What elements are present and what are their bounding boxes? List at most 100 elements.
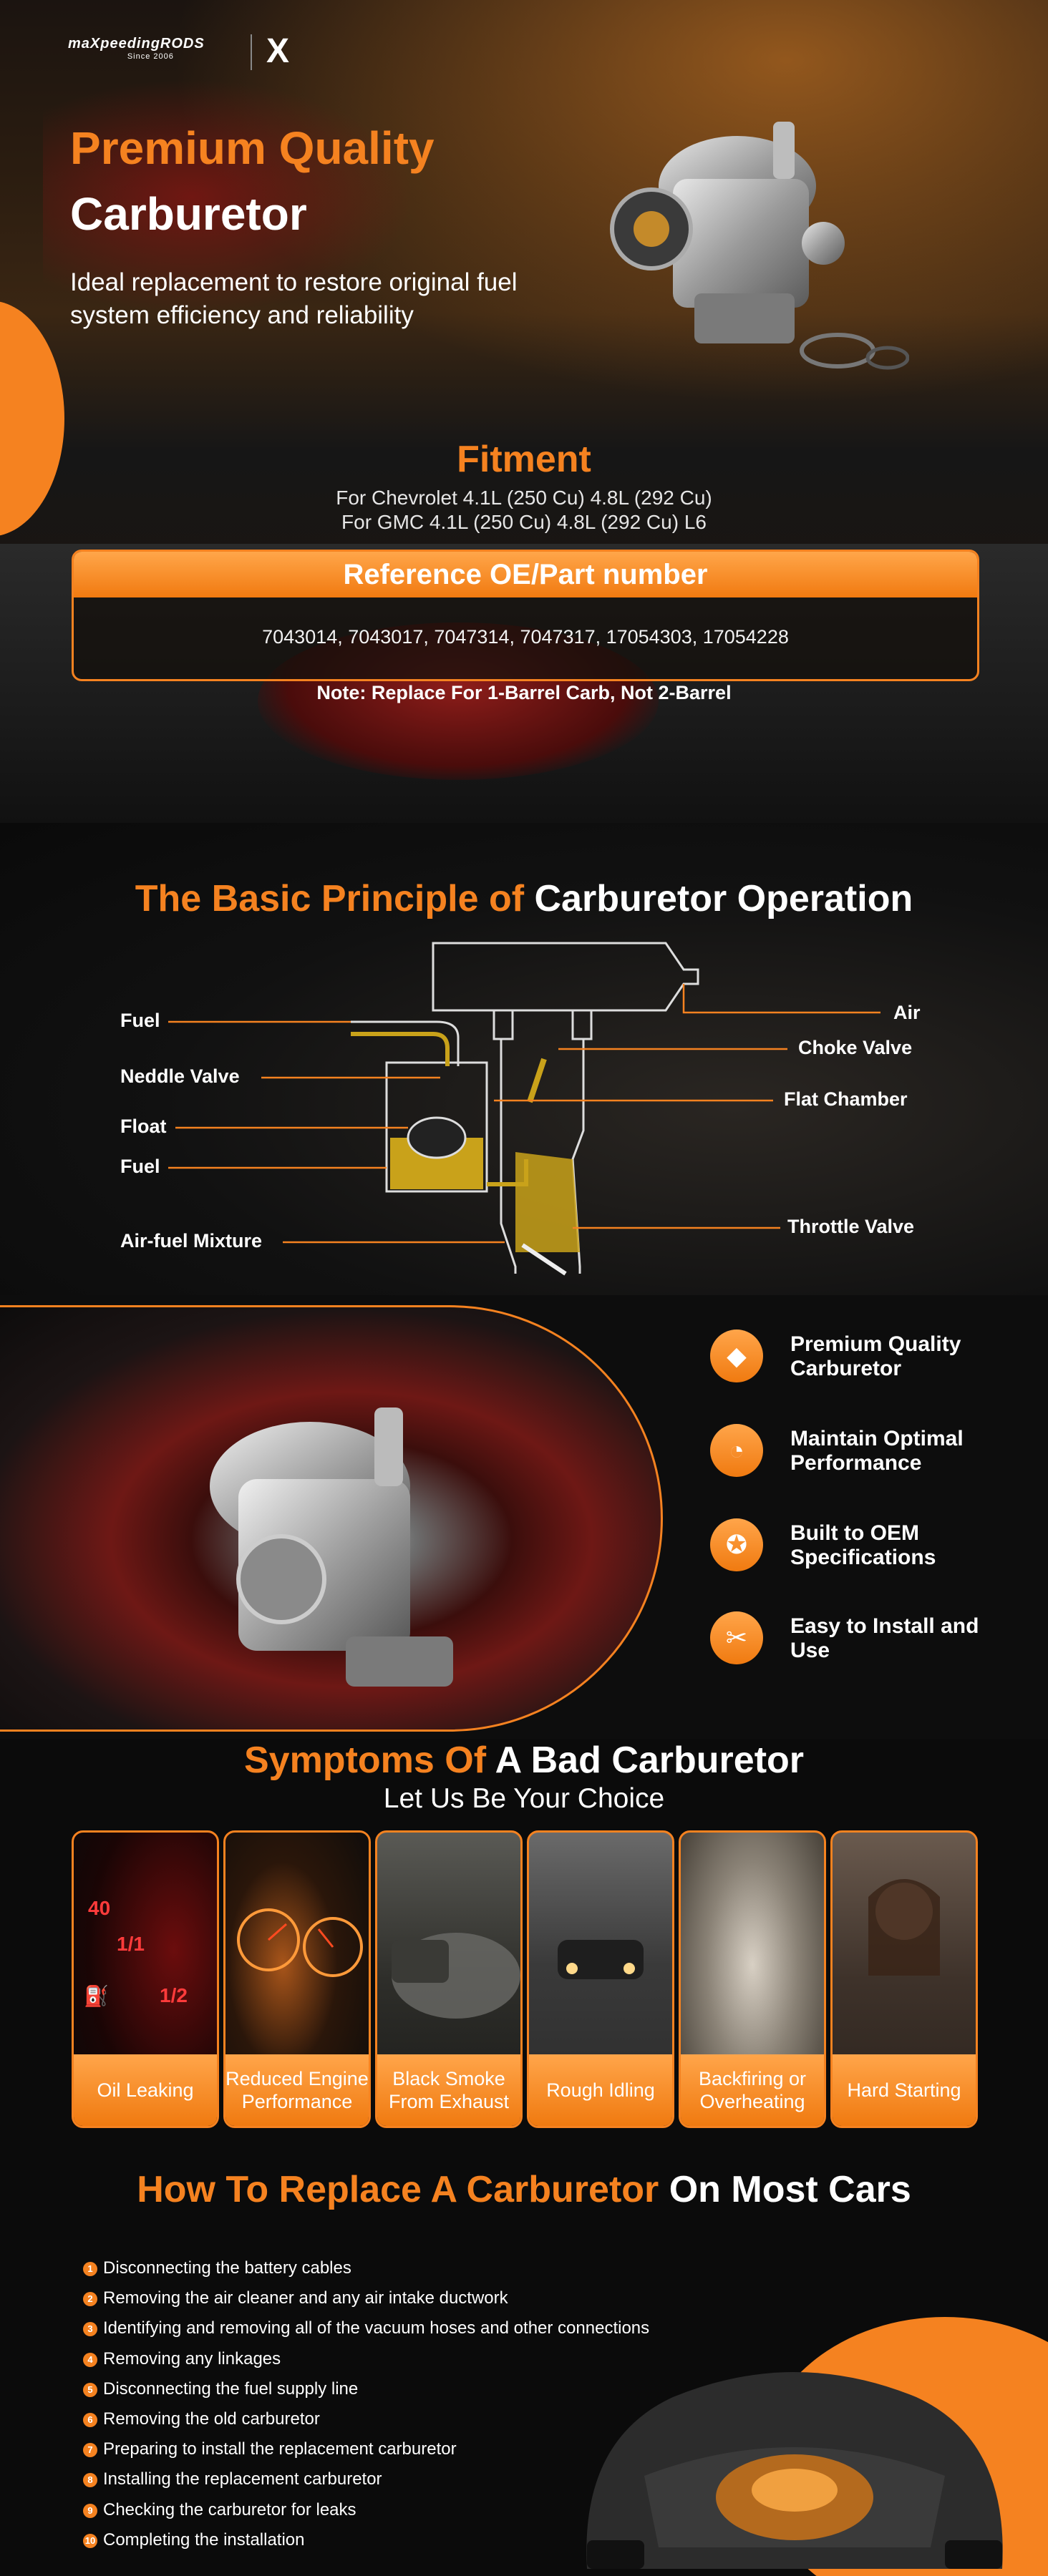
- symptom-label: Black Smoke From Exhaust: [388, 2068, 510, 2112]
- diamond-icon: ◆: [710, 1330, 763, 1382]
- fitment-gmc: For GMC 4.1L (250 Cu) 4.8L (292 Cu) L6: [341, 511, 707, 533]
- principle-title: The Basic Principle of Carburetor Operat…: [0, 877, 1048, 920]
- symptom-caption: Hard Starting: [833, 2054, 976, 2126]
- symptom-label: Reduced Engine Performance: [225, 2068, 369, 2112]
- x-brand-logo: X: [266, 31, 309, 72]
- step-text: Removing the old carburetor: [103, 2409, 320, 2429]
- step-number-badge: 8: [83, 2473, 97, 2487]
- label-air-fuel-mixture: Air-fuel Mixture: [120, 1230, 263, 1252]
- gauge-number: 1/1: [117, 1933, 145, 1955]
- gauge-number: 1/2: [160, 1984, 188, 2006]
- fitment-chevrolet: For Chevrolet 4.1L (250 Cu) 4.8L (292 Cu…: [336, 487, 712, 509]
- replace-title-white: On Most Cars: [669, 2169, 911, 2210]
- stressed-driver-image: [868, 1879, 940, 1976]
- step-text: Disconnecting the fuel supply line: [103, 2379, 359, 2399]
- step-number-badge: 3: [83, 2322, 97, 2336]
- label-choke-valve: Choke Valve: [798, 1037, 913, 1058]
- replace-title: How To Replace A Carburetor On Most Cars: [0, 2168, 1048, 2211]
- feature-easy-install: ✂ Easy to Install and Use: [710, 1611, 1025, 1676]
- car-on-road-image: [558, 1940, 644, 1979]
- brand-logo: maXpeedingRODS Since 2006: [68, 36, 205, 61]
- label-fuel-inlet: Fuel: [120, 1010, 160, 1031]
- symptom-caption: Backfiring or Overheating: [681, 2054, 824, 2126]
- symptom-label: Hard Starting: [847, 2079, 961, 2101]
- step-number-badge: 7: [83, 2443, 97, 2457]
- reference-oe-box: Reference OE/Part number 7043014, 704301…: [72, 550, 979, 681]
- step-number-badge: 6: [83, 2413, 97, 2427]
- symptom-card-backfiring: Backfiring or Overheating: [679, 1830, 826, 2128]
- symptom-caption: Reduced Engine Performance: [225, 2054, 369, 2126]
- feature-premium-quality: ◆ Premium Quality Carburetor: [710, 1330, 1025, 1394]
- feature-label: Easy to Install and Use: [790, 1614, 979, 1662]
- speedometer-icon: ◔: [710, 1424, 763, 1477]
- replace-title-orange: How To Replace A Carburetor: [137, 2169, 659, 2210]
- label-float: Float: [120, 1116, 167, 1137]
- hero-car-background: [43, 79, 415, 315]
- logo-since: Since 2006: [127, 52, 174, 61]
- label-flat-chamber: Flat Chamber: [784, 1088, 908, 1110]
- symptoms-subtitle: Let Us Be Your Choice: [383, 1783, 665, 1814]
- feature-oem-specs: ✪ Built to OEM Specifications: [710, 1518, 1025, 1583]
- step-text: Installing the replacement carburetor: [103, 2469, 382, 2489]
- label-fuel: Fuel: [120, 1156, 160, 1177]
- logo-divider: [251, 34, 252, 70]
- hero-section: maXpeedingRODS Since 2006 X Premium Qual…: [0, 0, 1048, 823]
- hero-subtitle: Ideal replacement to restore original fu…: [70, 268, 518, 329]
- step-number-badge: 2: [83, 2292, 97, 2306]
- symptom-label: Rough Idling: [546, 2079, 655, 2101]
- badge-icon: ✪: [710, 1518, 763, 1571]
- symptom-card-hard-starting: Hard Starting: [830, 1830, 978, 2128]
- exhaust-smoke-image: [392, 1933, 520, 2019]
- symptom-card-reduced-performance: Reduced Engine Performance: [223, 1830, 371, 2128]
- step-text: Removing the air cleaner and any air int…: [103, 2288, 508, 2308]
- reference-oe-numbers: 7043014, 7043017, 7047314, 7047317, 1705…: [262, 626, 789, 648]
- feature-label: Built to OEM Specifications: [790, 1521, 936, 1569]
- step-number-badge: 10: [83, 2534, 97, 2548]
- carburetor-diagram: [168, 942, 880, 1276]
- car-cutaway-image: [586, 2372, 1003, 2569]
- feature-label: Premium Quality Carburetor: [790, 1332, 961, 1380]
- step-text: Checking the carburetor for leaks: [103, 2500, 356, 2519]
- step-number-badge: 9: [83, 2504, 97, 2518]
- engine-bay-image: [0, 1305, 663, 1732]
- symptom-label: Backfiring or Overheating: [698, 2068, 807, 2112]
- principle-title-white: Carburetor Operation: [534, 878, 913, 919]
- symptom-caption: Black Smoke From Exhaust: [377, 2054, 520, 2126]
- step-number-badge: 5: [83, 2383, 97, 2397]
- hero-title-line2: Carburetor: [70, 188, 307, 240]
- step-text: Identifying and removing all of the vacu…: [103, 2318, 650, 2338]
- reference-oe-title: Reference OE/Part number: [74, 552, 977, 597]
- gauge-number: 40: [88, 1897, 111, 1919]
- symptoms-title-white: A Bad Carburetor: [495, 1740, 805, 1781]
- symptoms-section: Symptoms Of A Bad Carburetor Let Us Be Y…: [0, 1739, 1048, 2168]
- dashboard-gauges-image: [237, 1908, 363, 1977]
- principle-section: The Basic Principle of Carburetor Operat…: [0, 823, 1048, 1295]
- carburetor-image: [610, 122, 909, 370]
- replace-section: How To Replace A Carburetor On Most Cars…: [0, 2168, 1048, 2576]
- symptoms-title-orange: Symptoms Of: [243, 1740, 487, 1781]
- hero-title-line1: Premium Quality: [70, 122, 435, 174]
- label-needle-valve: Neddle Valve: [120, 1065, 240, 1087]
- principle-title-orange: The Basic Principle of: [135, 878, 525, 919]
- step-text: Preparing to install the replacement car…: [103, 2439, 457, 2459]
- symptom-caption: Rough Idling: [529, 2054, 672, 2126]
- logo-text: maXpeedingRODS: [68, 36, 205, 52]
- step-number-badge: 4: [83, 2353, 97, 2367]
- symptom-caption: Oil Leaking: [74, 2054, 217, 2126]
- step-text: Completing the installation: [103, 2530, 305, 2550]
- symptom-card-rough-idling: Rough Idling: [527, 1830, 674, 2128]
- step-text: Disconnecting the battery cables: [103, 2258, 351, 2278]
- features-section: ◆ Premium Quality Carburetor ◔ Maintain …: [0, 1295, 1048, 1739]
- feature-optimal-performance: ◔ Maintain Optimal Performance: [710, 1424, 1025, 1488]
- symptoms-title: Symptoms Of A Bad Carburetor: [0, 1739, 1048, 1782]
- symptom-label: Oil Leaking: [97, 2079, 194, 2101]
- fuel-pump-icon: ⛽: [84, 1985, 109, 2007]
- label-air: Air: [893, 1002, 921, 1023]
- feature-label: Maintain Optimal Performance: [790, 1427, 964, 1475]
- symptom-card-oil-leaking: 40 1/1 1/2 ⛽ Oil Leaking: [72, 1830, 219, 2128]
- tools-icon: ✂: [710, 1611, 763, 1664]
- x-mark-text: X: [266, 32, 290, 70]
- fitment-note: Note: Replace For 1-Barrel Carb, Not 2-B…: [316, 682, 732, 703]
- fitment-title: Fitment: [457, 439, 591, 480]
- label-throttle-valve: Throttle Valve: [787, 1216, 915, 1237]
